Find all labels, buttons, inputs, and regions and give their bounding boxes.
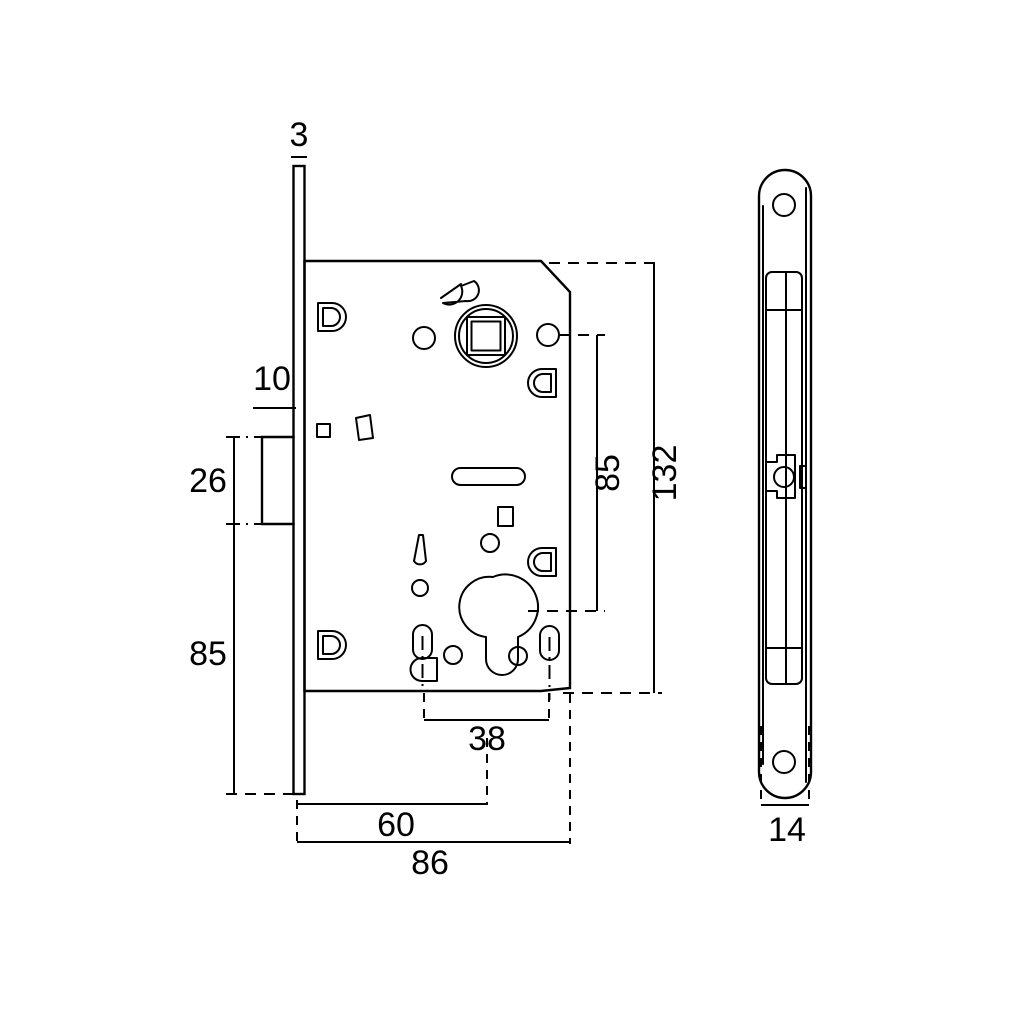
front-view-group	[260, 164, 572, 796]
fixing-slot-upper-left	[317, 302, 347, 332]
dim-label-85-left: 85	[189, 635, 227, 673]
latch-bolt	[260, 435, 295, 526]
hole-right-of-spindle	[536, 323, 560, 347]
fixing-slot-lower-left	[317, 630, 347, 660]
fixing-slot-upper-right	[527, 368, 557, 398]
hole-mid-right	[480, 533, 500, 553]
screw-hole-bottom	[772, 750, 796, 774]
tab-quad	[355, 414, 374, 441]
faceplate-outline	[757, 168, 813, 800]
hole-bottom-left	[443, 645, 463, 665]
oblong-slot-mid	[451, 467, 526, 486]
bolt-channel-plate	[765, 271, 803, 685]
deadbolt-guide-pin	[413, 534, 427, 566]
latch-aperture-hole	[773, 466, 795, 488]
tab-d-lower-left	[409, 657, 438, 682]
latch-aperture-step	[765, 454, 796, 499]
rivet-square-small	[316, 423, 331, 438]
hole-below-pin	[411, 579, 429, 597]
side-view-group: 14	[757, 168, 813, 849]
dim-label-86: 86	[411, 844, 449, 882]
dim-label-85-right: 85	[589, 454, 627, 492]
hole-left-of-spindle	[412, 326, 436, 350]
oblong-slot-lower-right	[539, 625, 560, 661]
fixing-slot-lower-right	[527, 547, 557, 577]
dim-label-3: 3	[290, 116, 309, 154]
dimension-group-front: 3 10 26 85 85 132 38 60	[189, 116, 684, 882]
dim-label-10: 10	[253, 360, 291, 398]
lock-case-body	[303, 259, 572, 693]
euro-cylinder-cutout	[458, 573, 539, 676]
dim-label-26: 26	[189, 462, 227, 500]
dim-label-14: 14	[768, 811, 806, 849]
lever-spring-lobe	[440, 280, 480, 306]
square-hole-mid	[497, 506, 514, 527]
screw-hole-top	[772, 193, 796, 217]
faceplate-strip	[292, 164, 306, 796]
spindle-follower-hole	[454, 304, 518, 368]
dim-label-132: 132	[646, 445, 684, 502]
edge-notch	[799, 465, 807, 489]
hole-bottom-right	[508, 646, 528, 666]
dim-label-60: 60	[377, 806, 415, 844]
